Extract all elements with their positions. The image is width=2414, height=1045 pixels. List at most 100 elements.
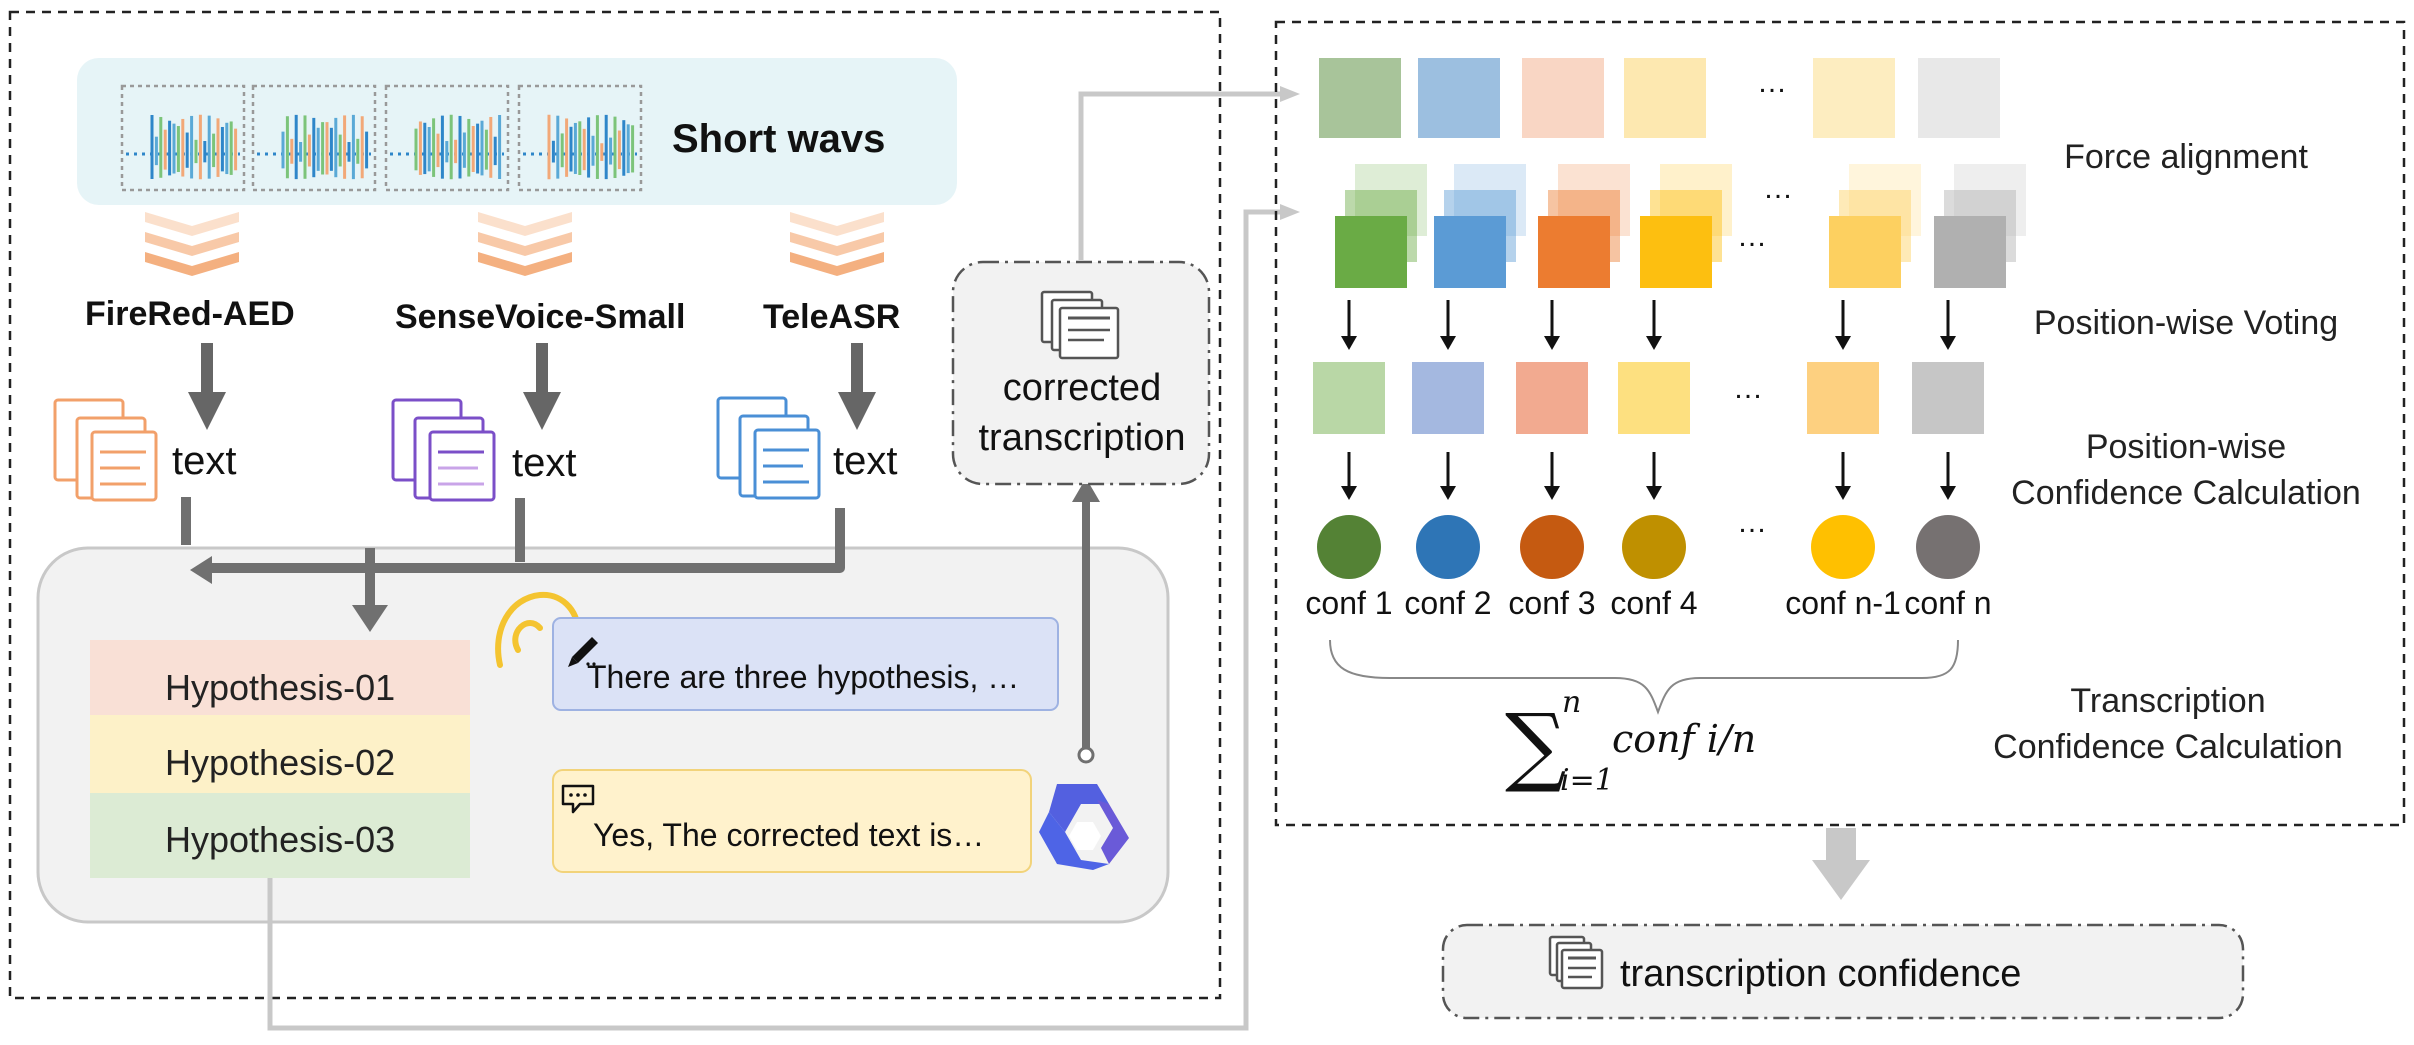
corrected-transcription-box bbox=[951, 260, 1211, 486]
step-arrow-head bbox=[1835, 336, 1851, 350]
result-down-arrow bbox=[1812, 828, 1870, 900]
merge-arrow-down bbox=[352, 605, 388, 632]
confidence-circle bbox=[1811, 515, 1875, 579]
step-arrow-head bbox=[1835, 486, 1851, 500]
voting-candidate-square bbox=[1538, 216, 1610, 288]
prompt-bubble-text: There are three hypothesis, … bbox=[587, 659, 1019, 695]
reply-bubble bbox=[552, 769, 1032, 873]
result-label: transcription confidence bbox=[1620, 953, 2021, 995]
step-arrow-head bbox=[1646, 336, 1662, 350]
llm-logo-icon bbox=[1039, 784, 1129, 870]
voted-token-square bbox=[1516, 362, 1588, 434]
step-arrow-head bbox=[1646, 486, 1662, 500]
ellipsis-text: … bbox=[1763, 172, 1793, 205]
result-document-icon bbox=[1548, 935, 1604, 990]
voted-token-square bbox=[1412, 362, 1484, 434]
step-transcription-confidence-1: Transcription bbox=[2070, 682, 2265, 720]
chevron-icon-3 bbox=[790, 212, 884, 276]
wav-clip-box bbox=[384, 84, 510, 192]
model-arrows bbox=[188, 343, 876, 430]
confidence-label: conf n-1 bbox=[1785, 585, 1901, 621]
model-name-teleasr: TeleASR bbox=[763, 298, 900, 336]
wav-clip-box bbox=[120, 84, 246, 192]
formula-sum-symbol: ∑ bbox=[1505, 696, 1566, 796]
document-icon-sensevoice bbox=[391, 398, 496, 502]
pencil-icon bbox=[568, 637, 598, 667]
confidence-label: conf 4 bbox=[1610, 585, 1697, 621]
hypothesis-row-3 bbox=[90, 793, 470, 878]
corrected-to-alignment-connector bbox=[1078, 86, 1300, 260]
model-output-teleasr: text bbox=[833, 439, 897, 483]
model-output-firered: text bbox=[172, 439, 236, 483]
model-name-sensevoice: SenseVoice-Small bbox=[395, 298, 685, 336]
confidence-circle bbox=[1622, 515, 1686, 579]
document-icon-teleasr bbox=[716, 396, 821, 500]
voted-token-square bbox=[1618, 362, 1690, 434]
aligned-token-square bbox=[1522, 58, 1604, 138]
step-arrow-head bbox=[1341, 336, 1357, 350]
confidence-circle bbox=[1416, 515, 1480, 579]
aligned-token-square bbox=[1418, 58, 1500, 138]
hypotheses-to-alignment-connector bbox=[267, 204, 1300, 1031]
confidence-label: conf 1 bbox=[1305, 585, 1392, 621]
corrected-label-line2: transcription bbox=[979, 417, 1186, 459]
confidence-circle bbox=[1317, 515, 1381, 579]
reply-bubble-text: Yes, The corrected text is… bbox=[593, 817, 984, 853]
voted-token-square bbox=[1912, 362, 1984, 434]
step-arrow-head bbox=[1341, 486, 1357, 500]
merge-lines bbox=[181, 497, 845, 610]
aligned-token-square bbox=[1319, 58, 1401, 138]
waveform-group bbox=[120, 84, 643, 192]
corrected-label-line1: corrected bbox=[1003, 367, 1161, 409]
short-wavs-label: Short wavs bbox=[672, 117, 885, 161]
step-arrow-head bbox=[1544, 486, 1560, 500]
ellipsis-text: … bbox=[1737, 506, 1767, 539]
wav-clip-box bbox=[517, 84, 643, 192]
step-force-alignment: Force alignment bbox=[2064, 138, 2308, 176]
voting-candidate-square bbox=[1434, 216, 1506, 288]
formula-lower-limit: i=1 bbox=[1560, 763, 1614, 798]
step-arrow-head bbox=[1440, 486, 1456, 500]
ellipsis-text: … bbox=[1757, 66, 1787, 99]
result-box bbox=[1441, 923, 2245, 1020]
llm-to-corrected-arrow bbox=[1072, 478, 1100, 764]
hypothesis-label-1: Hypothesis-01 bbox=[165, 667, 395, 708]
confidence-label: conf 3 bbox=[1508, 585, 1595, 621]
step-position-confidence-2: Confidence Calculation bbox=[2011, 474, 2361, 512]
aligned-token-square bbox=[1918, 58, 2000, 138]
corrected-document-icon bbox=[1040, 290, 1120, 360]
confidence-circle bbox=[1520, 515, 1584, 579]
voted-token-square bbox=[1807, 362, 1879, 434]
aligned-token-square bbox=[1813, 58, 1895, 138]
voted-token-square bbox=[1313, 362, 1385, 434]
wav-clip-box bbox=[251, 84, 377, 192]
confidence-circle bbox=[1916, 515, 1980, 579]
hypothesis-label-3: Hypothesis-03 bbox=[165, 819, 395, 860]
merge-arrow-head bbox=[190, 556, 212, 584]
formula-expression: conf i/n bbox=[1612, 717, 1756, 761]
prompt-bubble bbox=[552, 617, 1059, 711]
model-output-sensevoice: text bbox=[512, 441, 576, 485]
chevron-icon-2 bbox=[478, 212, 572, 276]
document-icon-firered bbox=[53, 398, 158, 502]
confidence-label: conf n bbox=[1904, 585, 1991, 621]
step-position-voting: Position-wise Voting bbox=[2034, 304, 2338, 342]
voting-candidate-square bbox=[1829, 216, 1901, 288]
ellipsis-text: … bbox=[1733, 372, 1763, 405]
sum-brace bbox=[1329, 639, 1959, 715]
step-arrow-head bbox=[1440, 336, 1456, 350]
step-position-confidence-1: Position-wise bbox=[2086, 428, 2286, 466]
aligned-token-square bbox=[1624, 58, 1706, 138]
right-panel-border bbox=[1274, 20, 2406, 827]
step-arrow-head bbox=[1940, 336, 1956, 350]
chevron-icon-1 bbox=[145, 212, 239, 276]
hypothesis-label-2: Hypothesis-02 bbox=[165, 742, 395, 783]
voting-candidate-square bbox=[1640, 216, 1712, 288]
hypothesis-row-1 bbox=[90, 640, 470, 715]
voting-candidate-square bbox=[1335, 216, 1407, 288]
formula-upper-limit: n bbox=[1562, 685, 1581, 720]
step-transcription-confidence-2: Confidence Calculation bbox=[1993, 728, 2343, 766]
confidence-label: conf 2 bbox=[1404, 585, 1491, 621]
